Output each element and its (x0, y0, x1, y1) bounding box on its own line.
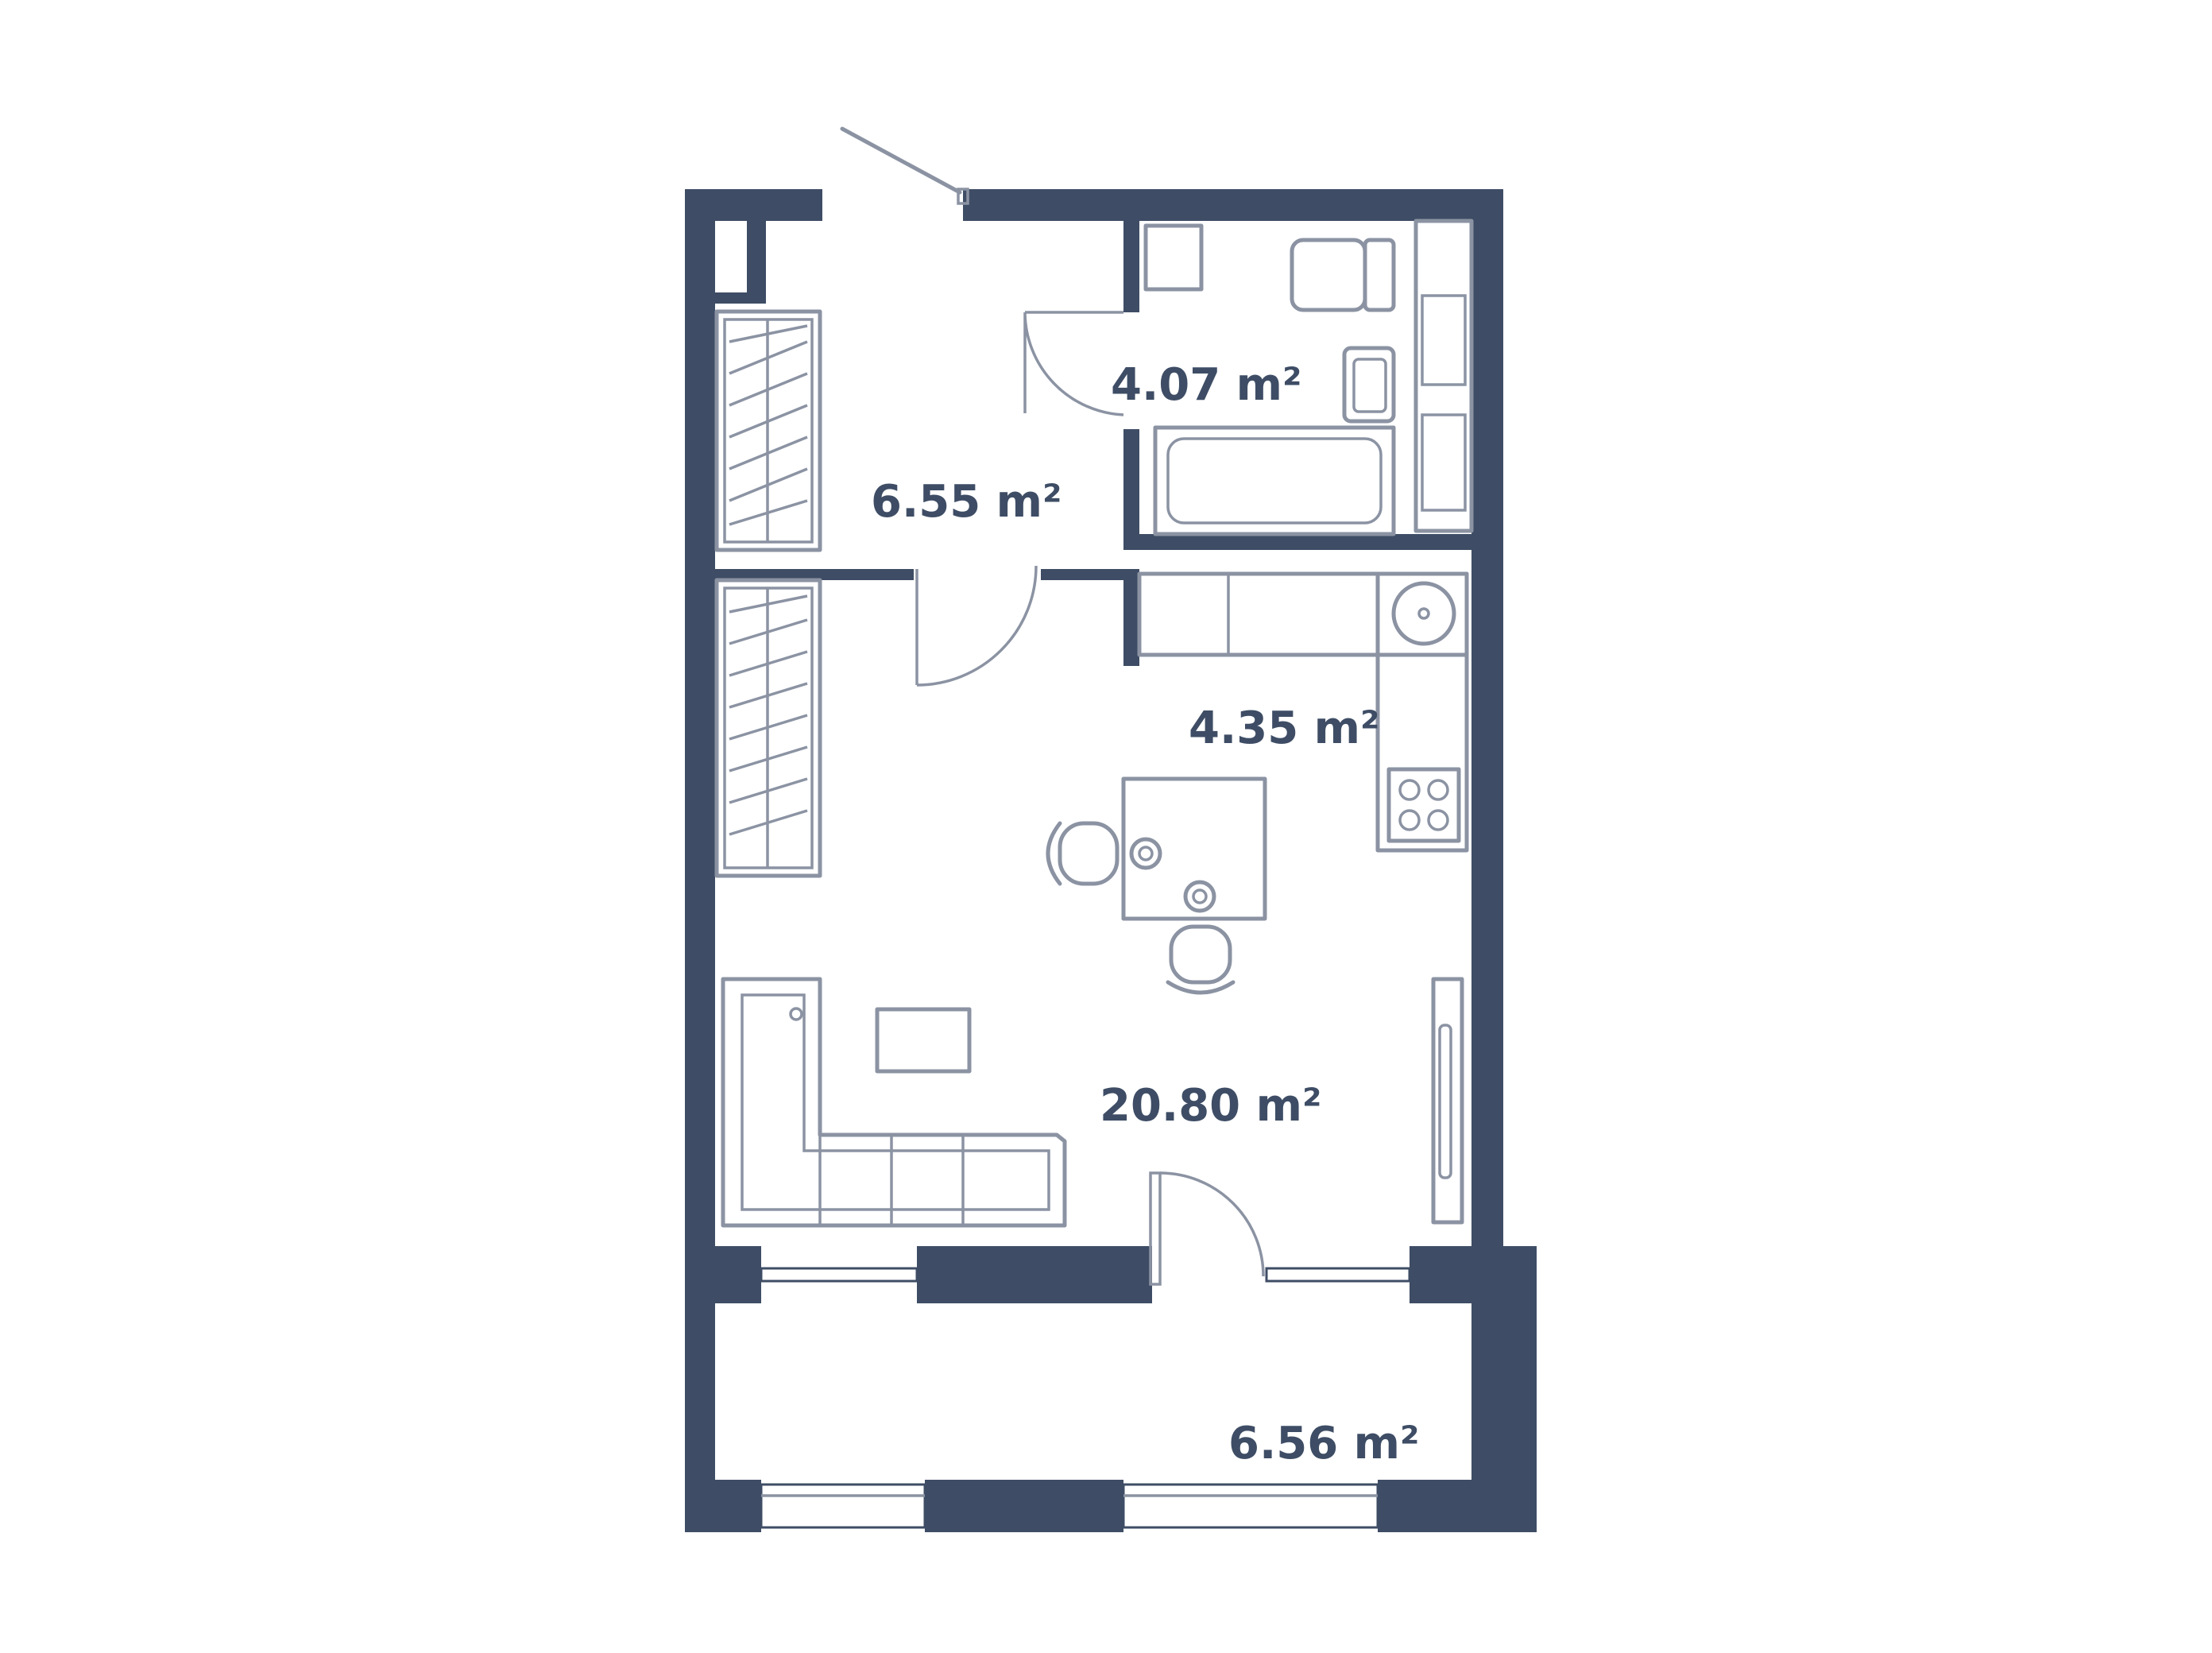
living-door-swing (916, 565, 1038, 687)
right-outer-wall-lower (1487, 747, 1503, 1248)
coffee-table (875, 1007, 972, 1074)
place-settings (1129, 837, 1216, 913)
walls (685, 189, 1537, 1532)
balcony-window-right (1122, 1483, 1379, 1529)
washing-machine (1143, 223, 1204, 292)
dining-chair-bottom (1166, 924, 1236, 995)
hallway-area-label: 6.55 m² (871, 476, 1062, 528)
living-bottom-wall-a (685, 1246, 761, 1303)
living-window-right (1265, 1267, 1411, 1283)
bathroom-left-wall-bottom (1123, 429, 1139, 544)
doors (840, 126, 1265, 1286)
bathroom-bottom-wall (1123, 534, 1487, 550)
bathroom-shelf (1413, 219, 1474, 533)
living-bottom-wall-b (917, 1246, 1152, 1303)
balcony-right-step (1519, 1246, 1537, 1373)
tv-stand (1431, 977, 1464, 1225)
kitchen-sink (1391, 581, 1456, 646)
balcony-door-leaf (1149, 1171, 1162, 1286)
dining-chair-left (1046, 821, 1120, 886)
living-window-left (760, 1267, 918, 1283)
corner-sofa (721, 977, 1067, 1228)
bathroom-area-label: 4.07 m² (1111, 359, 1302, 411)
area-labels: 6.55 m² 4.07 m² 4.35 m² 20.80 m² 6.56 m² (871, 359, 1420, 1469)
wardrobe-lower (714, 578, 822, 878)
hall-divider-left (715, 569, 914, 580)
entrance-door-leaf (840, 126, 962, 195)
windows (760, 1267, 1411, 1529)
wardrobe-upper (714, 309, 822, 552)
bathroom-door-swing (1023, 311, 1124, 416)
dining-table (1121, 776, 1267, 921)
balcony-bottom-wall-c (1378, 1480, 1537, 1532)
balcony-bottom-wall-b (925, 1480, 1123, 1532)
living-room-area-label: 20.80 m² (1100, 1080, 1322, 1132)
balcony-area-label: 6.56 m² (1228, 1418, 1420, 1469)
kitchen-area-label: 4.35 m² (1189, 703, 1380, 754)
kitchen-stub-wall (1123, 569, 1139, 666)
left-outer-wall (685, 189, 715, 1532)
cooktop (1386, 767, 1461, 843)
bathroom-left-wall-top (1123, 221, 1139, 312)
kitchen-counter (1137, 571, 1469, 853)
balcony-door-swing (1159, 1171, 1265, 1277)
bathtub (1153, 425, 1396, 536)
left-shaft-wall (747, 221, 766, 300)
balcony-window-left (760, 1483, 926, 1529)
balcony-bottom-wall-a (685, 1480, 761, 1532)
top-wall-right (963, 189, 1503, 221)
left-shaft-bottom (715, 292, 766, 304)
bathroom-sink (1342, 346, 1396, 424)
hall-divider-right (1041, 569, 1139, 580)
toilet (1290, 238, 1396, 312)
